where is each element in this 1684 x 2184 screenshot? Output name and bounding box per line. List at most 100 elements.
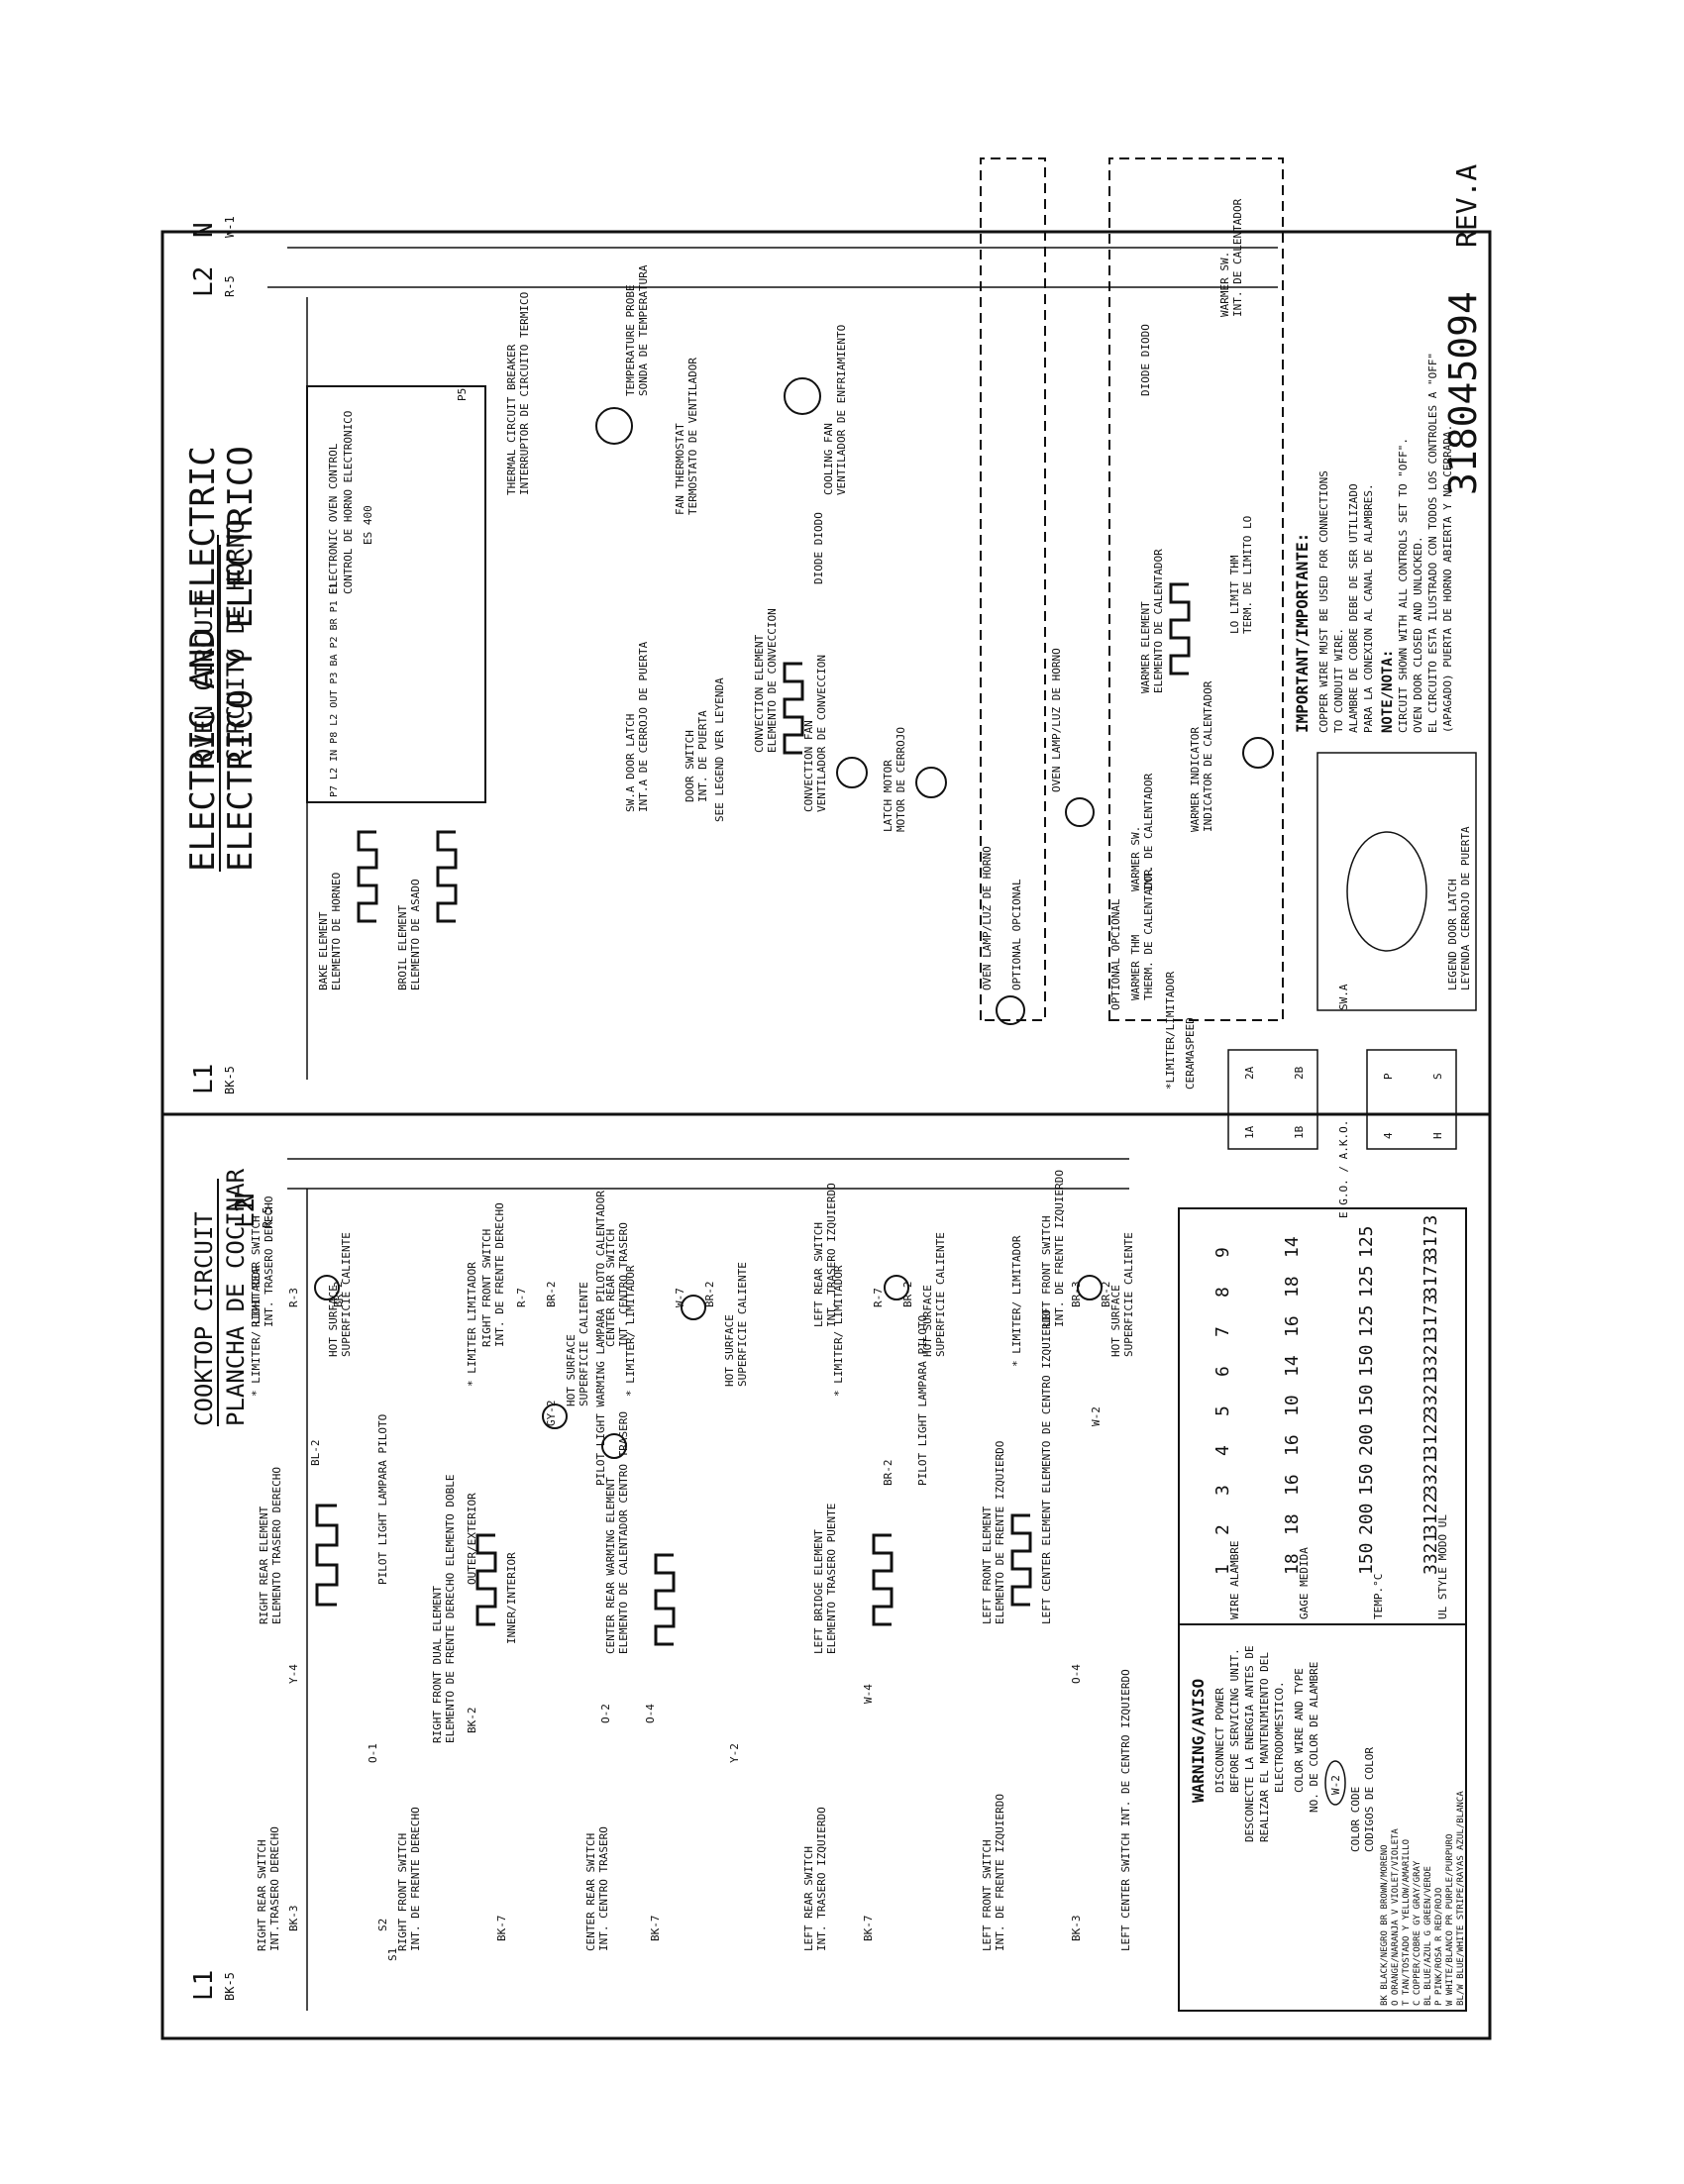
wt-r2: 7 [1212,1326,1233,1337]
cooktop-pilot-1: PILOT LIGHT LAMPARA PILOTO [376,1414,389,1585]
row2-limiter: * LIMITER LIMITADOR [466,1262,478,1387]
oven-control-2: CONTROL DE HORNO ELECTRONICO [342,411,355,594]
row4-wire-c: BR-2 [901,1282,914,1308]
wt-r8c: 18 [1282,1553,1303,1575]
wt-r7e: 3122 [1421,1493,1441,1535]
cooktop-title-es: PLANCHA DE COCINAR [222,1168,250,1426]
oven-control-1: ELECTRONIC OVEN CONTROL [327,443,340,594]
important-n4: (APAGADO) PUERTA DE HORNO ABIERTA Y NO C… [1441,425,1454,733]
oven-latchmotor-es: MOTOR DE CERROJO [895,727,907,832]
row3-switch2: CENTER REAR SWITCH [604,1229,617,1347]
row5-hot: HOT SURFACE [1109,1285,1122,1357]
row2-switch2: RIGHT FRONT SWITCH [480,1229,493,1347]
wt-r0e: 3173 [1421,1215,1441,1258]
cooktop-row-1: RIGHT REAR SWITCH INT.TRASERO DERECHO RI… [250,1196,353,1951]
row4-hot-es: SUPERFICIE CALIENTE [934,1232,947,1357]
wt-h2: TEMP.°C [1372,1574,1385,1619]
oven-warmersw: WARMER SW. [1129,826,1142,891]
cc-r0: BK BLACK/NEGRO BR BROWN/MORENO [1380,1844,1390,2006]
row1-element-coil [315,1504,339,1607]
cc-r1: O ORANGE/NARANJA V VIOLET/VIOLETA [1391,1828,1401,2006]
row3-wire-in: BK-7 [649,1916,662,1942]
important-l4: PARA LA CONEXION AL CANAL DE ALAMBRES. [1362,483,1375,733]
row2-switch2-es: INT. DE FRENTE DERECHO [493,1202,506,1347]
oven-coolfan-symbol [784,377,821,415]
cooktop-l2-wire: R-5 [261,1206,274,1228]
oven-lamp2-symbol [1065,797,1095,827]
cooktop-s1: S1 [386,1948,399,1961]
oven-n-label: N [189,222,219,238]
oven-doorsw-es: INT. DE PUERTA [696,710,709,802]
oven-optional1: OPTIONAL OPCIONAL [1010,879,1023,990]
cooktop-l1-wire: BK-5 [223,1972,237,2001]
row5-limiter: * LIMITER/ LIMITADOR [1010,1235,1023,1367]
row3-switch-es: INT. CENTRO TRASERO [597,1826,610,1951]
row1-element-es: ELEMENTO TRASERO DERECHO [270,1467,283,1624]
oven-seelegend: SEE LEGEND VER LEYENDA [713,677,726,822]
row3-hot-es: SUPERFICIE CALIENTE [736,1262,749,1387]
wt-r1e: 3173 [1421,1255,1441,1298]
row4-limiter: * LIMITER/ LIMITADOR [832,1265,845,1397]
legend-title: LEGEND DOOR LATCH [1446,879,1459,990]
oven-diode2: DIODE DIODO [1139,324,1152,396]
cooktop-row-3: CENTER REAR SWITCH INT. CENTRO TRASERO C… [584,1191,749,1951]
row2-element-es: ELEMENTO DE FRENTE DERECHO ELEMENTO DOBL… [444,1474,457,1743]
cc-r5: P PINK/ROSA R RED/ROJO [1434,1888,1444,2006]
wt-r3c: 14 [1282,1355,1303,1377]
wt-r7: 2 [1212,1524,1233,1535]
oven-broil: BROIL ELEMENT [396,905,409,990]
oven-coolfan-es: VENTILADOR DE ENFRIAMIENTO [835,325,848,495]
oven-probe-es: SONDA DE TEMPERATURA [637,264,650,396]
important-n1: CIRCUIT SHOWN WITH ALL CONTROLS SET TO "… [1397,438,1410,733]
row1-wire-in: BK-3 [287,1906,300,1932]
part-number: 318045094 [1441,291,1485,495]
cooktop-o1: O-1 [367,1743,379,1763]
oven-latch-es: INT.A DE CERROJO DE PUERTA [637,641,650,812]
cooktop-title: COOKTOP CIRCUIT [190,1211,218,1426]
row5-wire-a: O-4 [1070,1664,1083,1684]
important-l1: COPPER WIRE MUST BE USED FOR CONNECTIONS [1317,470,1330,733]
important-n2: OVEN DOOR CLOSED AND UNLOCKED. [1412,536,1424,733]
row1-wire-a: Y-4 [287,1664,300,1684]
oven-n-wire: W-1 [223,216,237,238]
row4-switch2: LEFT REAR SWITCH [812,1222,825,1327]
legend-swa: SW.A [1337,984,1350,1010]
important-n3: EL CIRCUITO ESTA ILUSTRADO CON TODOS LOS… [1426,353,1439,733]
optional-box-1 [980,157,1046,1021]
oven-warmersw-es: INT. DE CALENTADOR [1142,773,1155,891]
important-l2: TO CONDUIT WIRE. [1332,628,1345,733]
oven-title-es: CIRCUITO DE HORNO [222,519,250,763]
row4-element: LEFT BRIDGE ELEMENT [812,1529,825,1654]
row3-switch2-es: INT. CENTRO TRASERO [617,1222,630,1347]
revision: REV.A [1450,164,1483,248]
row4-element-coil [872,1533,894,1626]
oven-latchmotor: LATCH MOTOR [882,760,895,832]
wt-r1c: 18 [1282,1276,1303,1298]
row1-switch2: RIGHT REAR SWITCH [250,1215,263,1327]
oven-latch: SW.A DOOR LATCH [624,714,637,812]
oven-tcb-es: INTERRUPTOR DE CIRCUITO TERMICO [518,292,531,495]
warning-title: WARNING/AVISO [1189,1679,1208,1803]
warning-l4: REALIZAR EL MANTENIMIENTO DEL [1258,1652,1271,1842]
wt-r6e: 3321 [1421,1453,1441,1496]
row5-element-es: ELEMENTO DE FRENTE IZQUIERDO [994,1441,1006,1624]
color-code-title: COLOR CODE [1349,1787,1362,1852]
cc-r6: W WHITE/BLANCO PR PURPLE/PURPURO [1445,1834,1455,2006]
wt-r8e: 3321 [1421,1532,1441,1575]
row4-wire-a: W-4 [862,1684,875,1704]
row5-hot-es: SUPERFICIE CALIENTE [1122,1232,1135,1357]
oven-l2-label: L2 [189,266,219,297]
oven-control-p5: P5 [456,388,469,401]
oven-control-3: ES 400 [362,505,374,545]
warning-l1: DISCONNECT POWER [1213,1688,1226,1793]
row5-element: LEFT FRONT ELEMENT [981,1506,994,1624]
row2-hot-es: SUPERFICIE CALIENTE [578,1282,590,1406]
cooktop-l2-label: L2 [231,1197,261,1228]
row4-pilot: PILOT LIGHT LAMPARA PILOTO [916,1315,929,1486]
wt-r6: 3 [1212,1485,1233,1496]
oven-convfan: CONVECTION FAN [802,720,815,812]
oven-warmersw2: WARMER SW. [1218,252,1231,317]
cc-r3: C COPPER/COBRE GY GRAY/GRAY [1413,1860,1422,2006]
row1-switch2-es: INT. TRASERO DERECHO [263,1196,275,1327]
